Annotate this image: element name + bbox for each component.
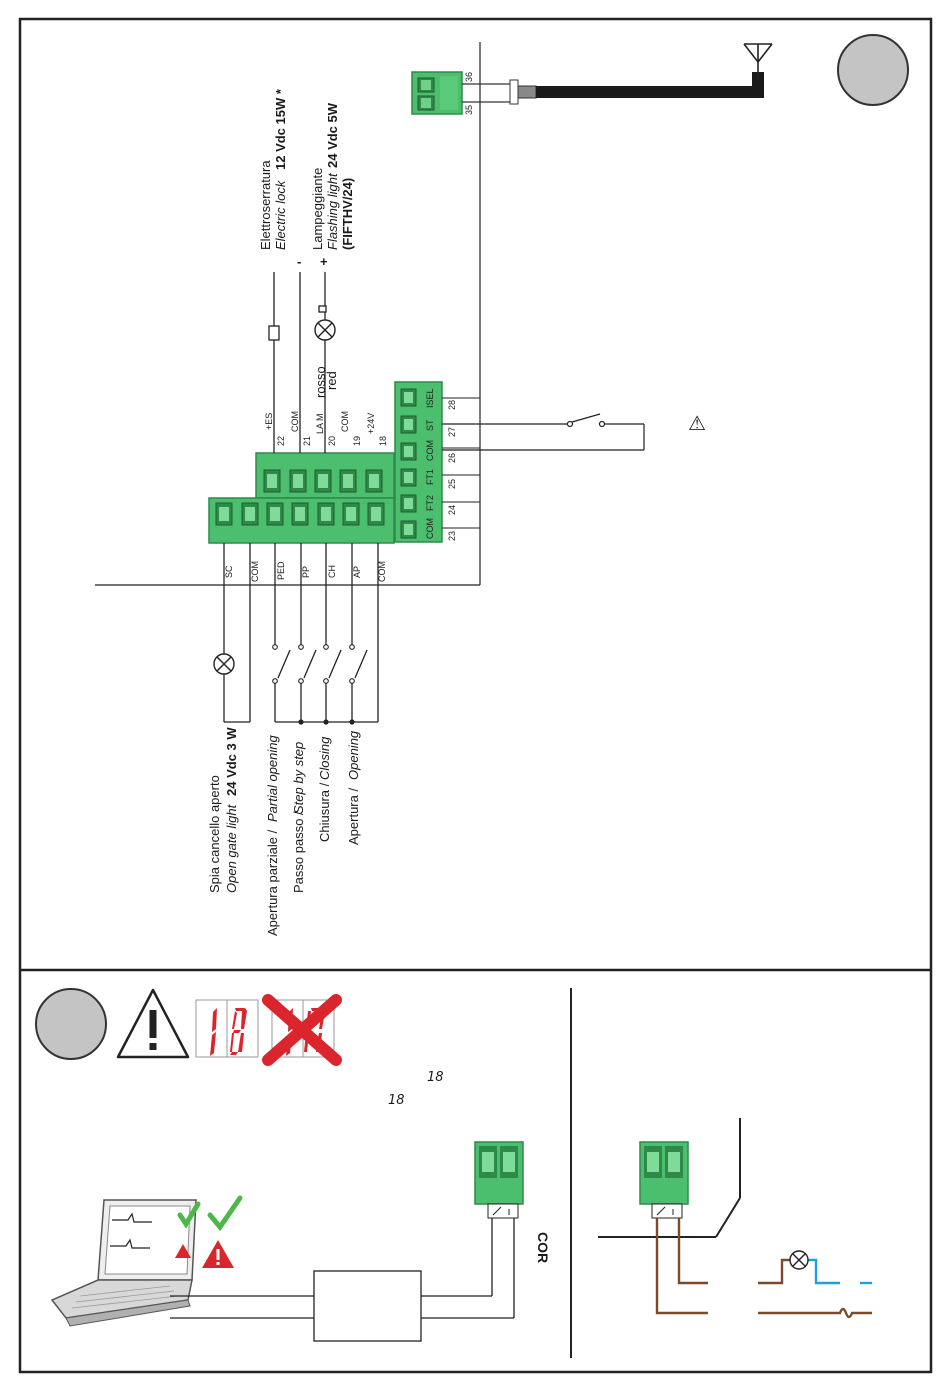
terminal-label-sc: SC	[224, 565, 234, 578]
terminal-number-23: 23	[447, 531, 457, 541]
warning-red-icon	[175, 1240, 234, 1268]
wire-color-en: red	[324, 371, 339, 390]
wire-color-it: rosso	[313, 366, 328, 398]
terminal-label-com-21: COM	[290, 411, 300, 432]
terminal-number-19: 19	[352, 436, 362, 446]
display-not-ok	[262, 994, 342, 1066]
terminal-number-22: 22	[276, 436, 286, 446]
right-terminal	[639, 1141, 689, 1219]
terminal-label-ap: AP	[352, 566, 362, 578]
terminal-label-com: COM	[425, 518, 435, 539]
terminal-number-25: 25	[447, 479, 457, 489]
cor-label: COR	[535, 1232, 551, 1263]
partial-caption-en: Partial opening	[265, 735, 280, 822]
closing-caption-en: Closing	[317, 736, 332, 780]
display-code-1: 18	[427, 1070, 444, 1085]
terminal-label-ft2: FT2	[425, 495, 435, 511]
flashing-light-model: (FIFTHV/24)	[340, 178, 355, 250]
terminal-label-com-lower-1: COM	[250, 561, 260, 582]
flashing-light-caption-en: Flashing light	[325, 172, 340, 250]
cor-terminal	[474, 1141, 524, 1219]
outer-frame	[18, 17, 933, 1374]
opening-caption-it: Apertura /	[346, 788, 361, 845]
terminal-label-com-lower-2: COM	[377, 561, 387, 582]
electric-lock-caption-spec: 12 Vdc 15W *	[273, 88, 288, 170]
section-badge-top	[837, 34, 909, 106]
warning-triangle-icon	[116, 988, 190, 1059]
terminal-label-la-m: LA M	[315, 413, 325, 434]
terminal-number-21: 21	[302, 436, 312, 446]
step-caption-it: Passo passo /	[291, 811, 306, 893]
antenna-terminal-35: 35	[464, 105, 474, 115]
check-icon	[177, 1195, 243, 1232]
terminal-label-com: COM	[425, 440, 435, 461]
polarity-minus: -	[297, 254, 301, 269]
polarity-plus: +	[320, 254, 328, 269]
input-wiring	[223, 543, 379, 723]
display-code-2: 18	[388, 1093, 405, 1108]
terminal-label-pp: PP	[301, 566, 311, 578]
blue-wire	[808, 1258, 872, 1285]
antenna-icon	[743, 43, 773, 80]
terminal-label-plus-es: +ES	[264, 413, 274, 430]
open-gate-caption-it: Spia cancello aperto	[207, 775, 222, 893]
electric-lock-caption-it: Elettroserratura	[258, 160, 273, 250]
terminal-label-isel: ISEL	[425, 388, 435, 408]
terminal-label-24v: +24V	[366, 413, 376, 434]
terminal-number-26: 26	[447, 453, 457, 463]
terminal-label-com-19: COM	[340, 411, 350, 432]
laptop-icon	[50, 1199, 197, 1327]
terminal-number-24: 24	[447, 505, 457, 515]
flashing-light-caption-spec: 24 Vdc 5W	[325, 102, 340, 168]
remote-lamp-icon	[789, 1250, 809, 1270]
antenna-terminal: 36 35	[411, 71, 764, 115]
step-caption-en: Step by step	[291, 742, 306, 814]
flashing-light-caption-it: Lampeggiante	[310, 168, 325, 250]
partial-caption-it: Apertura parziale /	[265, 829, 280, 936]
terminal-block-middle: +ES COM LA M COM +24V 22 21 20 19 18	[255, 411, 395, 499]
closing-caption-it: Chiusura /	[317, 782, 332, 842]
terminal-block-lower: SC COM PED PP CH AP COM	[208, 497, 395, 582]
open-gate-caption-spec: 24 Vdc 3 W	[224, 727, 239, 796]
terminal-number-20: 20	[327, 436, 337, 446]
terminal-label-ch: CH	[327, 565, 337, 578]
brown-wires	[655, 1218, 872, 1319]
warning-symbol: ⚠	[688, 411, 706, 435]
open-gate-lamp-icon	[213, 653, 235, 675]
interface-box	[313, 1270, 422, 1342]
terminal-label-ft1: FT1	[425, 469, 435, 485]
terminal-number-18: 18	[378, 436, 388, 446]
electric-lock-caption-en: Electric lock	[273, 179, 288, 250]
antenna-terminal-36: 36	[464, 72, 474, 82]
flashing-lamp-icon	[314, 319, 336, 341]
open-gate-caption-en: Open gate light	[224, 803, 239, 893]
terminal-block-right: ISEL ST COM FT1 FT2 COM 28 27 26 25 24 2…	[394, 381, 480, 543]
terminal-label-st: ST	[425, 419, 435, 431]
stop-contact	[442, 413, 645, 451]
opening-caption-en: Opening	[346, 730, 361, 780]
terminal-number-27: 27	[447, 427, 457, 437]
terminal-number-28: 28	[447, 400, 457, 410]
terminal-label-ped: PED	[276, 561, 286, 580]
lock-and-lamp-wiring	[268, 272, 327, 453]
display-ok	[195, 999, 259, 1058]
section-badge-bottom	[35, 988, 107, 1060]
